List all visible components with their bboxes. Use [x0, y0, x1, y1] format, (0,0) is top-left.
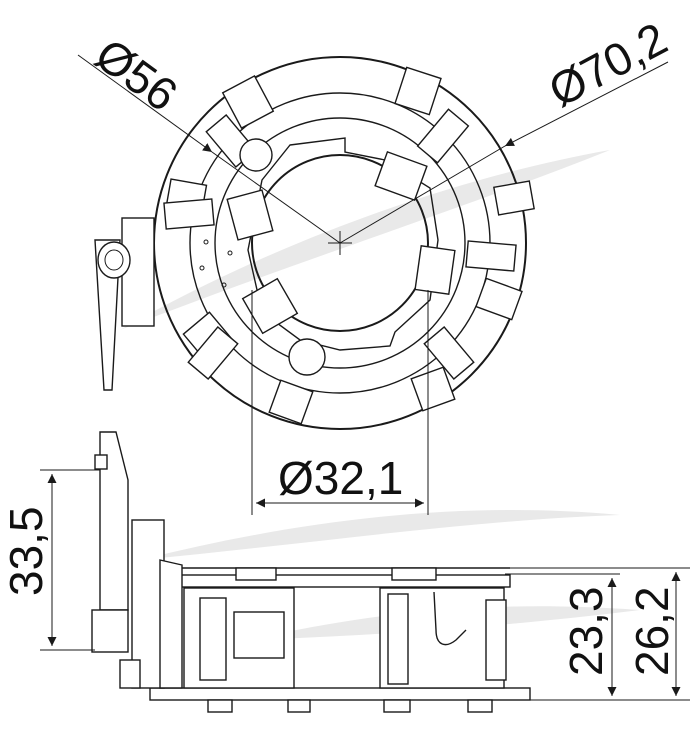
rivet-bottom	[288, 338, 326, 376]
outer-tabs	[164, 66, 535, 425]
bore	[251, 154, 429, 332]
top-view	[77, 54, 669, 515]
dim-33-label: 33,5	[0, 506, 52, 596]
dim-70-label: Ø70,2	[540, 12, 675, 117]
dim-70-leader	[504, 61, 669, 147]
terminal-lead	[94, 217, 155, 391]
side-view	[40, 431, 690, 713]
dim-56-label: Ø56	[86, 28, 187, 121]
brush-holders	[226, 151, 456, 335]
dim-56-leader	[77, 54, 213, 153]
dim-26-label: 26,2	[626, 586, 678, 676]
rivet-top	[239, 138, 273, 172]
dim-32-label: Ø32,1	[278, 452, 403, 504]
carrier-outline	[247, 137, 439, 351]
carrier-ring	[214, 117, 466, 369]
dim-23-label: 23,3	[560, 586, 612, 676]
